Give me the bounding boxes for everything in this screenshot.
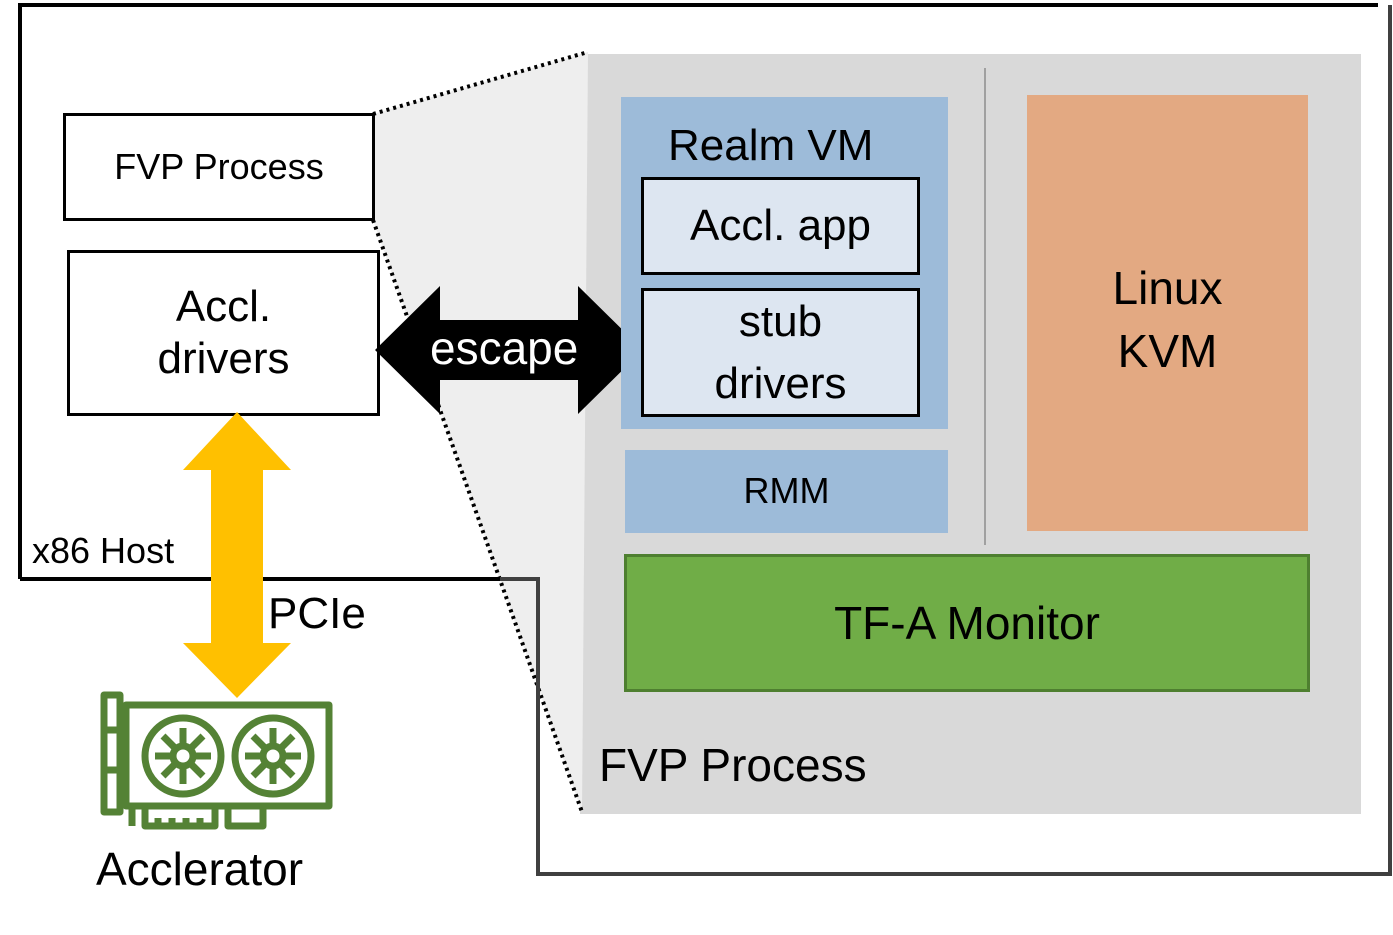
x86-host-outline bbox=[18, 3, 1378, 579]
fvp-process-label: FVP Process bbox=[599, 739, 867, 791]
realm-vm-title: Realm VM bbox=[668, 121, 874, 170]
accl-drivers-label-line1: Accl. bbox=[175, 282, 272, 332]
host-fvp-process-label: FVP Process bbox=[114, 145, 324, 187]
pcie-label: PCIe bbox=[268, 589, 366, 638]
zoom-wedge bbox=[373, 52, 588, 812]
gpu-card-icon-art bbox=[100, 691, 333, 830]
zoom-line-top bbox=[372, 50, 589, 116]
x86-host-label: x86 Host bbox=[32, 530, 175, 571]
linux-kvm-label-line2: KVM bbox=[1117, 325, 1218, 378]
stub-drivers-label-line2: drivers bbox=[714, 358, 847, 408]
linux-kvm-label-line1: Linux bbox=[1112, 262, 1223, 314]
stub-drivers-box: stub drivers bbox=[641, 288, 920, 417]
rmm-box: RMM bbox=[625, 450, 948, 533]
escape-label: escape bbox=[430, 322, 579, 374]
rmm-label: RMM bbox=[743, 470, 830, 512]
accl-app-label: Accl. app bbox=[690, 201, 871, 251]
escape-arrow-shape bbox=[375, 286, 643, 414]
fvp-outer-outline bbox=[500, 5, 1392, 876]
accl-drivers-box: Accl. drivers bbox=[67, 250, 380, 416]
host-fvp-process-box: FVP Process bbox=[63, 113, 375, 221]
pcie-arrow-shape bbox=[183, 412, 291, 698]
tf-a-monitor-label: TF-A Monitor bbox=[834, 596, 1100, 649]
accl-app-box: Accl. app bbox=[641, 177, 920, 275]
stub-drivers-label-line1: stub bbox=[738, 296, 823, 346]
linux-kvm-box: Linux KVM bbox=[1027, 95, 1308, 531]
accl-drivers-label-line2: drivers bbox=[157, 334, 290, 383]
tf-a-monitor-box: TF-A Monitor bbox=[624, 554, 1310, 692]
accelerator-label: Acclerator bbox=[96, 843, 304, 895]
